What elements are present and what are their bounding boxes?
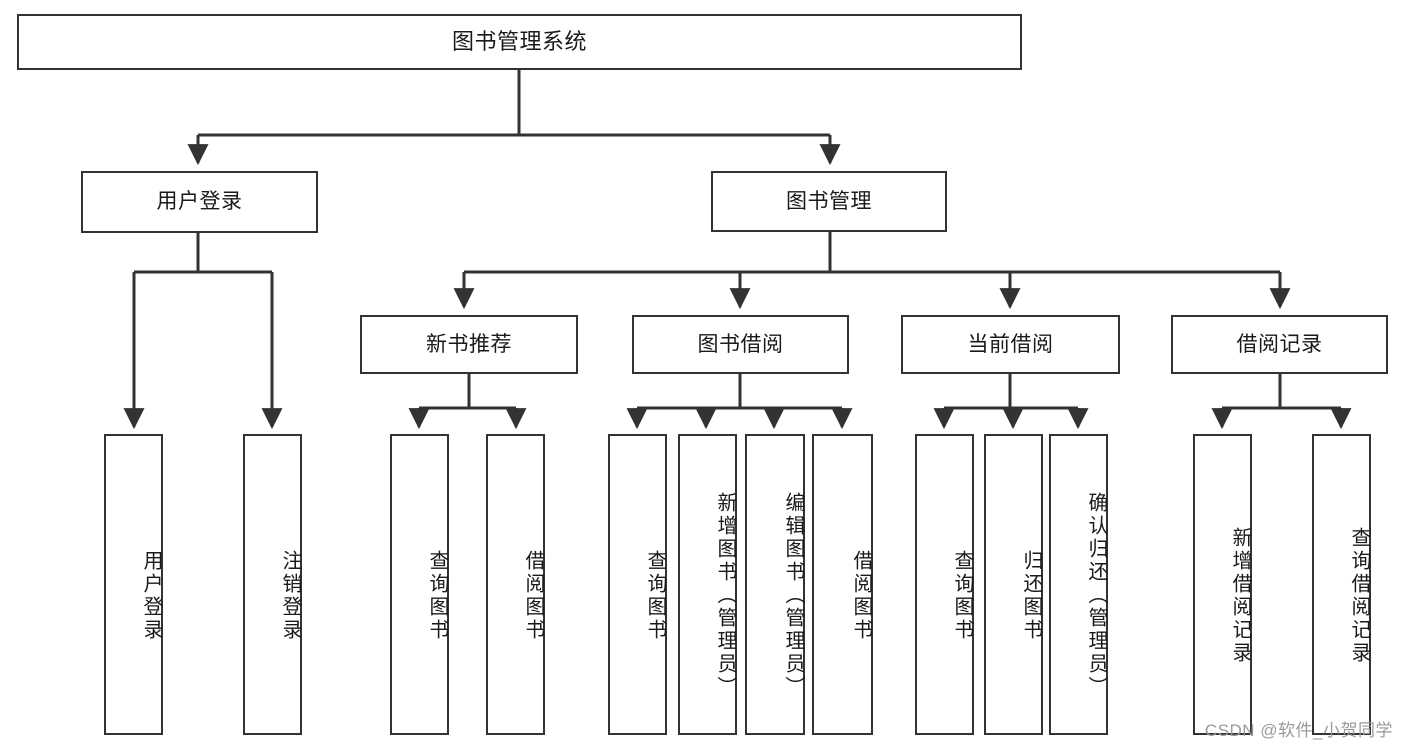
leaf-borrow-book-2-label: 借阅图书: [850, 549, 872, 642]
node-borrow-record[interactable]: 借阅记录: [1171, 315, 1388, 374]
leaf-add-book-admin-label: 新增图书（管理员）: [714, 492, 736, 699]
leaf-query-borrow-record[interactable]: 查询借阅记录: [1312, 434, 1371, 735]
leaf-query-book-3[interactable]: 查询图书: [915, 434, 974, 735]
node-book-manage-label: 图书管理: [786, 189, 872, 213]
leaf-borrow-book-1-label: 借阅图书: [522, 549, 544, 642]
leaf-return-book-label: 归还图书: [1020, 549, 1042, 642]
node-user-login-label: 用户登录: [156, 190, 243, 214]
leaf-user-login-label: 用户登录: [140, 549, 162, 642]
node-borrow-record-label: 借阅记录: [1236, 332, 1323, 356]
node-current-borrow[interactable]: 当前借阅: [901, 315, 1120, 374]
leaf-edit-book-admin-label: 编辑图书（管理员）: [782, 492, 804, 699]
node-new-book-recommend-label: 新书推荐: [426, 332, 512, 356]
leaf-query-book-2-label: 查询图书: [644, 549, 666, 642]
node-root[interactable]: 图书管理系统: [17, 14, 1022, 70]
leaf-confirm-return-admin[interactable]: 确认归还（管理员）: [1049, 434, 1108, 735]
watermark: CSDN @软件_小贺同学: [1204, 721, 1393, 740]
node-book-manage[interactable]: 图书管理: [711, 171, 947, 232]
leaf-borrow-book-1[interactable]: 借阅图书: [486, 434, 545, 735]
leaf-edit-book-admin[interactable]: 编辑图书（管理员）: [745, 434, 805, 735]
leaf-add-borrow-record[interactable]: 新增借阅记录: [1193, 434, 1252, 735]
leaf-confirm-return-admin-label: 确认归还（管理员）: [1085, 492, 1107, 699]
leaf-query-book-1-label: 查询图书: [426, 549, 448, 642]
leaf-query-book-2[interactable]: 查询图书: [608, 434, 667, 735]
node-new-book-recommend[interactable]: 新书推荐: [360, 315, 578, 374]
leaf-query-book-3-label: 查询图书: [951, 549, 973, 642]
node-current-borrow-label: 当前借阅: [967, 332, 1054, 356]
leaf-return-book[interactable]: 归还图书: [984, 434, 1043, 735]
leaf-borrow-book-2[interactable]: 借阅图书: [812, 434, 873, 735]
leaf-logout-login[interactable]: 注销登录: [243, 434, 302, 735]
leaf-logout-login-label: 注销登录: [279, 549, 301, 642]
node-book-borrow-label: 图书借阅: [697, 332, 784, 356]
leaf-add-book-admin[interactable]: 新增图书（管理员）: [678, 434, 737, 735]
node-user-login[interactable]: 用户登录: [81, 171, 318, 233]
node-root-label: 图书管理系统: [451, 28, 587, 54]
leaf-query-book-1[interactable]: 查询图书: [390, 434, 449, 735]
leaf-query-borrow-record-label: 查询借阅记录: [1348, 526, 1370, 665]
leaf-add-borrow-record-label: 新增借阅记录: [1229, 526, 1251, 665]
leaf-user-login[interactable]: 用户登录: [104, 434, 163, 735]
node-book-borrow[interactable]: 图书借阅: [632, 315, 849, 374]
